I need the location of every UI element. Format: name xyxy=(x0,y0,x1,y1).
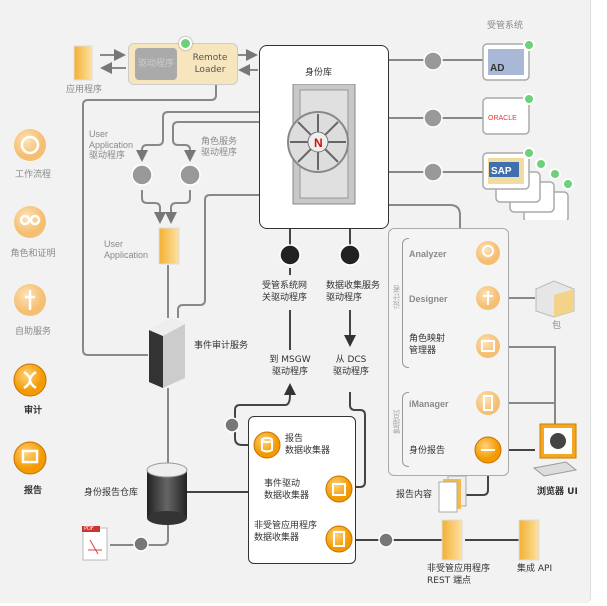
roles-icon[interactable] xyxy=(14,206,46,238)
pdf-document-icon xyxy=(82,526,108,561)
designer-group-label: 设计者 xyxy=(392,285,401,309)
warehouse-label: 身份报告仓库 xyxy=(84,488,139,498)
ua-driver-label-3: 驱动程序 xyxy=(89,151,126,161)
vault-icon: N xyxy=(287,84,356,205)
browser-monitor-icon xyxy=(532,423,578,477)
tool-imanager[interactable]: iManager xyxy=(409,399,449,409)
rest-endpoint-label-1: 非受管应用程序 xyxy=(427,564,491,574)
ua-driver-label-1: User xyxy=(89,129,109,139)
identity-vault-label: 身份库 xyxy=(305,68,333,78)
application-book-icon xyxy=(73,45,93,81)
package-label: 包 xyxy=(552,321,562,331)
event-collector-icon xyxy=(325,475,353,503)
driver-shims xyxy=(131,164,201,186)
user-application-book-icon xyxy=(158,227,180,265)
yin-yang-icon xyxy=(423,108,443,128)
tool-icons xyxy=(474,241,502,464)
sidebar-item-workflow[interactable]: 工作流程 xyxy=(14,170,51,180)
integration-api-label: 集成 API xyxy=(517,564,553,574)
dcs-driver-label-1: 数据收集服务 xyxy=(326,281,381,291)
unmanaged-collector-label-2: 数据收集器 xyxy=(254,533,300,543)
tool-role-mapping-2[interactable]: 管理器 xyxy=(409,346,437,356)
sap-label: SAP xyxy=(491,166,512,177)
report-collector-label-1: 报告 xyxy=(285,434,304,444)
yin-yang-icon xyxy=(131,164,153,186)
driver-box: 驱动程序 xyxy=(135,48,177,80)
msgw-driver-label-1: 受管系统网 xyxy=(262,281,308,291)
oracle-system-icon xyxy=(482,97,530,135)
warehouse-database-icon xyxy=(146,462,188,525)
report-collector-label-2: 数据收集器 xyxy=(285,446,331,456)
yin-yang-icon xyxy=(423,51,443,71)
ua-driver-label-2: Application xyxy=(89,140,134,150)
sidebar-item-roles[interactable]: 角色和证明 xyxy=(10,249,56,259)
svg-text:N: N xyxy=(314,136,323,150)
imanager-icon xyxy=(476,391,500,415)
role-mapping-icon xyxy=(476,334,500,358)
to-msgw-label-1: 到 MSGW xyxy=(269,355,311,365)
admin-bracket xyxy=(402,392,409,467)
from-dcs-label-1: 从 DCS xyxy=(335,355,367,365)
ad-label: AD xyxy=(490,63,504,74)
integration-api-book-icon xyxy=(518,519,540,561)
collector-icons xyxy=(253,431,353,553)
admin-group-label: 管理员 xyxy=(392,410,401,434)
tool-analyzer[interactable]: Analyzer xyxy=(409,249,447,259)
browser-ui-label: 浏览器 UI xyxy=(537,487,578,497)
package-icon xyxy=(535,280,575,318)
user-app-label-2: Application xyxy=(104,250,149,260)
yin-yang-icon xyxy=(423,162,443,182)
role-driver-label-1: 角色服务 xyxy=(201,137,238,147)
report-content-label: 报告内容 xyxy=(396,490,433,500)
remote-loader-box[interactable]: 驱动程序 Remote Loader xyxy=(128,37,238,85)
tool-identity-reporting[interactable]: 身份报告 xyxy=(409,446,446,456)
event-audit-label: 事件审计服务 xyxy=(194,341,249,351)
yin-yang-icon xyxy=(179,164,201,186)
report-content-icon xyxy=(438,475,467,513)
designer-bracket xyxy=(402,238,409,368)
sidebar-item-audit[interactable]: 审计 xyxy=(23,406,42,416)
sidebar-icons xyxy=(13,129,47,475)
rest-endpoint-book-icon xyxy=(441,519,463,561)
event-audit-server-icon xyxy=(149,318,185,388)
remote-loader-label: Remote Loader xyxy=(192,53,228,75)
gateway-shims xyxy=(279,244,361,266)
workflow-icon[interactable] xyxy=(14,129,46,161)
dcs-driver-label-2: 驱动程序 xyxy=(326,293,363,303)
managed-systems-icons: AD ORACLE SAP xyxy=(423,40,574,220)
report-icon[interactable] xyxy=(13,441,47,475)
event-collector-label-2: 数据收集器 xyxy=(264,491,310,501)
tool-role-mapping-1[interactable]: 角色映射 xyxy=(409,334,446,344)
status-dot-icon xyxy=(179,37,192,50)
msgw-driver-label-2: 关驱动程序 xyxy=(262,293,308,303)
yin-yang-icon xyxy=(279,244,301,266)
oracle-label: ORACLE xyxy=(488,115,517,122)
tool-designer[interactable]: Designer xyxy=(409,294,448,304)
sidebar-item-self-service[interactable]: 自助服务 xyxy=(14,327,51,337)
unmanaged-collector-label-1: 非受管应用程序 xyxy=(254,521,318,531)
report-collector-icon xyxy=(253,431,281,459)
user-app-label-1: User xyxy=(104,239,124,249)
pdf-label: PDF xyxy=(84,526,94,532)
sidebar-item-report[interactable]: 报告 xyxy=(23,486,42,496)
managed-systems-label: 受管系统 xyxy=(487,21,524,31)
analyzer-icon xyxy=(476,241,500,265)
unmanaged-collector-icon xyxy=(325,525,353,553)
application-label: 应用程序 xyxy=(66,85,103,95)
from-dcs-label-2: 驱动程序 xyxy=(332,367,369,377)
rest-endpoint-label-2: REST 端点 xyxy=(427,576,472,586)
to-msgw-label-2: 驱动程序 xyxy=(271,367,308,377)
event-collector-label-1: 事件驱动 xyxy=(264,479,301,489)
role-driver-label-2: 驱动程序 xyxy=(201,148,238,158)
yin-yang-icon xyxy=(339,244,361,266)
